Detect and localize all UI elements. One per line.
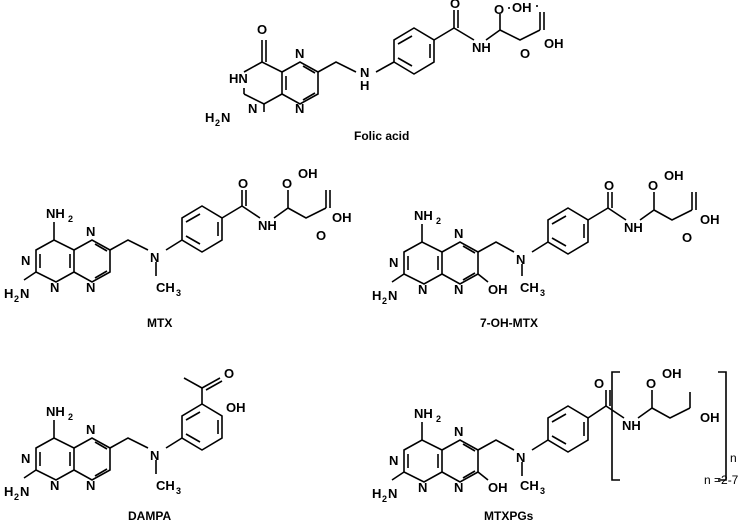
mtx-n-methyl: N [150, 250, 159, 265]
oh-mtx-nh2-bottom-sub: 2 [382, 296, 387, 306]
folic-amide-nh: NH [472, 40, 491, 55]
mtx-n-bottom-r: N [86, 280, 95, 295]
oh-mtx-acid-oh: OH [664, 168, 684, 183]
mtxpgs-structure: NH 2 N N N N OH H 2 N N CH 3 O NH O OH O… [372, 366, 739, 523]
mtxpgs-n-top: N [454, 424, 463, 439]
mtx-acid-o: O [282, 176, 292, 191]
mtx-ch3-sub: 3 [176, 288, 181, 298]
dampa-n-top: N [86, 422, 95, 437]
dampa-nh2-bottom-h: H [4, 484, 13, 499]
dampa-nh2-top-sub: 2 [68, 412, 73, 422]
folic-acid-caption: Folic acid [354, 129, 409, 143]
dampa-n-methyl: N [150, 448, 159, 463]
mtx-nh2-top: NH [46, 206, 65, 221]
mtx-amide-nh: NH [258, 218, 277, 233]
mtxpgs-nh2-bottom-h: H [372, 486, 381, 501]
folic-amide-o: O [450, 0, 460, 11]
mtxpgs-nh2-top: NH [414, 406, 433, 421]
mtx-nh2-bottom-n: N [20, 286, 29, 301]
mtx-side-o: O [316, 228, 326, 243]
mtx-structure: NH 2 N N N N H 2 N N CH 3 O NH O OH O OH… [4, 166, 352, 330]
mtxpgs-repeat-n: n [730, 451, 737, 465]
mtxpgs-nh2-top-sub: 2 [436, 414, 441, 424]
oh-mtx-ch3-sub: 3 [540, 288, 545, 298]
mtx-nh2-bottom-sub: 2 [14, 294, 19, 304]
mtxpgs-n-bottom-r: N [454, 480, 463, 495]
oh-mtx-nh2-bottom-h: H [372, 288, 381, 303]
oh-mtx-nh2-bottom-n: N [388, 288, 397, 303]
folic-amine-sub: 2 [215, 118, 220, 128]
oh-mtx-n-bottom-l: N [418, 282, 427, 297]
dampa-nh2-bottom-sub: 2 [14, 492, 19, 502]
folic-side-oh: OH [544, 36, 564, 51]
folic-acid-o: O [494, 2, 504, 17]
mtx-n-bottom-l: N [50, 280, 59, 295]
mtxpgs-oh: OH [488, 480, 508, 495]
folic-acid-structure: O N HN N N H 2 N N H O NH OH O O OH Foli… [205, 0, 564, 143]
folic-linker-h: H [360, 78, 369, 93]
oh-mtx-caption: 7-OH-MTX [480, 316, 538, 330]
mtx-side-oh: OH [332, 210, 352, 225]
oh-mtx-nh2-top: NH [414, 208, 433, 223]
folic-acid-oh: OH [512, 0, 532, 15]
mtx-acid-oh: OH [298, 166, 318, 181]
oh-mtx-structure: NH 2 N N N N OH H 2 N N CH 3 O NH O OH O… [372, 168, 720, 330]
oh-mtx-ch3: CH [520, 280, 539, 295]
mtxpgs-side-oh: OH [700, 410, 720, 425]
mtxpgs-n-left: N [389, 453, 398, 468]
folic-side-o: O [520, 46, 530, 61]
oh-mtx-nh2-top-sub: 2 [436, 216, 441, 226]
folic-ring-n-top: N [295, 46, 304, 61]
dampa-structure: NH 2 N N N N H 2 N N CH 3 O OH DAMPA [4, 366, 246, 523]
dampa-nh2-top: NH [46, 404, 65, 419]
dampa-n-left: N [21, 451, 30, 466]
dampa-caption: DAMPA [128, 509, 171, 523]
mtxpgs-nh2-bottom-n: N [388, 486, 397, 501]
mtxpgs-ch3: CH [520, 478, 539, 493]
oh-mtx-n-left: N [389, 255, 398, 270]
oh-mtx-oh: OH [488, 282, 508, 297]
folic-ring-nh: HN [229, 71, 248, 86]
oh-mtx-acid-o: O [648, 178, 658, 193]
folic-ring-n-left: N [248, 101, 257, 116]
mtx-nh2-bottom-h: H [4, 286, 13, 301]
oh-mtx-n-top: N [454, 226, 463, 241]
oh-mtx-side-oh: OH [700, 212, 720, 227]
mtxpgs-amide-nh: NH [622, 418, 641, 433]
mtxpgs-repeat-range: n =2-7 [704, 473, 739, 487]
mtxpgs-acid-oh: OH [662, 366, 682, 381]
oh-mtx-amide-o: O [604, 178, 614, 193]
folic-linker-n: N [360, 65, 369, 80]
dampa-nh2-bottom-n: N [20, 484, 29, 499]
dampa-n-bottom-l: N [50, 478, 59, 493]
folic-amine-h: H [205, 110, 214, 125]
dampa-ch3-sub: 3 [176, 486, 181, 496]
folic-amine-n: N [221, 110, 230, 125]
oh-mtx-amide-nh: NH [624, 220, 643, 235]
mtxpgs-n-methyl: N [516, 450, 525, 465]
oh-mtx-side-o: O [682, 230, 692, 245]
mtxpgs-acid-o: O [646, 376, 656, 391]
dampa-n-bottom-r: N [86, 478, 95, 493]
dampa-ch3: CH [156, 478, 175, 493]
mtx-amide-o: O [238, 176, 248, 191]
mtxpgs-amide-o: O [594, 376, 604, 391]
folic-ring-n-bottom: N [295, 101, 304, 116]
mtx-n-top: N [86, 224, 95, 239]
mtxpgs-nh2-bottom-sub: 2 [382, 494, 387, 504]
mtx-n-left: N [21, 253, 30, 268]
mtx-caption: MTX [147, 316, 172, 330]
dampa-acid-o: O [224, 366, 234, 381]
oh-mtx-n-bottom-r: N [454, 282, 463, 297]
dampa-acid-oh: OH [226, 400, 246, 415]
mtxpgs-ch3-sub: 3 [540, 486, 545, 496]
mtxpgs-caption: MTXPGs [484, 509, 534, 523]
folic-carbonyl-o: O [257, 22, 267, 37]
mtx-nh2-top-sub: 2 [68, 214, 73, 224]
oh-mtx-n-methyl: N [516, 252, 525, 267]
mtxpgs-n-bottom-l: N [418, 480, 427, 495]
mtx-ch3: CH [156, 280, 175, 295]
